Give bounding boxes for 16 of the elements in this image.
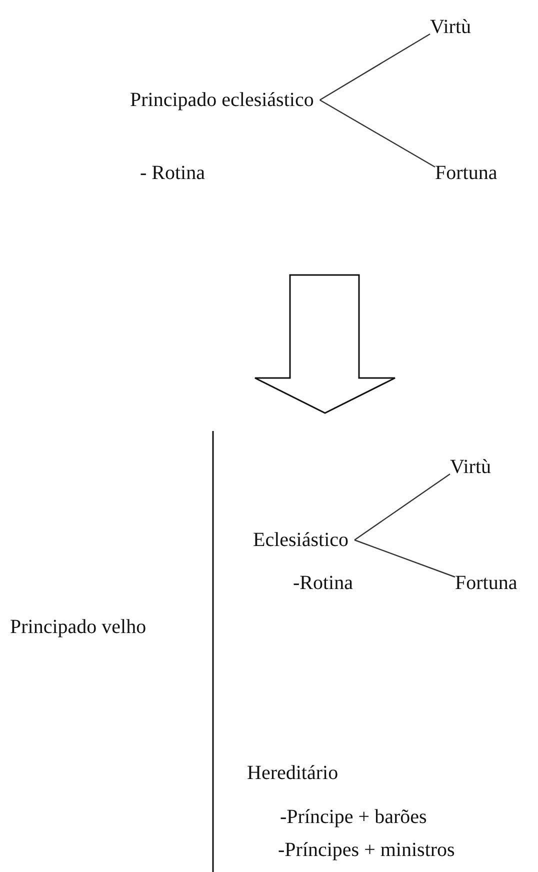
branch-line [354, 474, 450, 540]
note-text: - Rotina [140, 161, 205, 185]
branch-line [320, 99, 436, 168]
node-text: Virtù [450, 455, 492, 479]
branch-line [354, 539, 456, 578]
note-text: -Príncipes + ministros [278, 838, 455, 862]
branch-line [320, 33, 430, 101]
note-text: -Príncipe + barões [280, 805, 427, 829]
note-text: Principado velho [10, 615, 146, 639]
node-text: Eclesiástico [253, 528, 349, 552]
note-text: Hereditário [247, 761, 338, 785]
node-text: Virtù [430, 15, 472, 39]
note-text: -Rotina [293, 571, 353, 595]
node-text: Fortuna [455, 571, 518, 595]
node-text: Fortuna [435, 161, 498, 185]
node-text: Principado eclesiástico [130, 88, 314, 112]
